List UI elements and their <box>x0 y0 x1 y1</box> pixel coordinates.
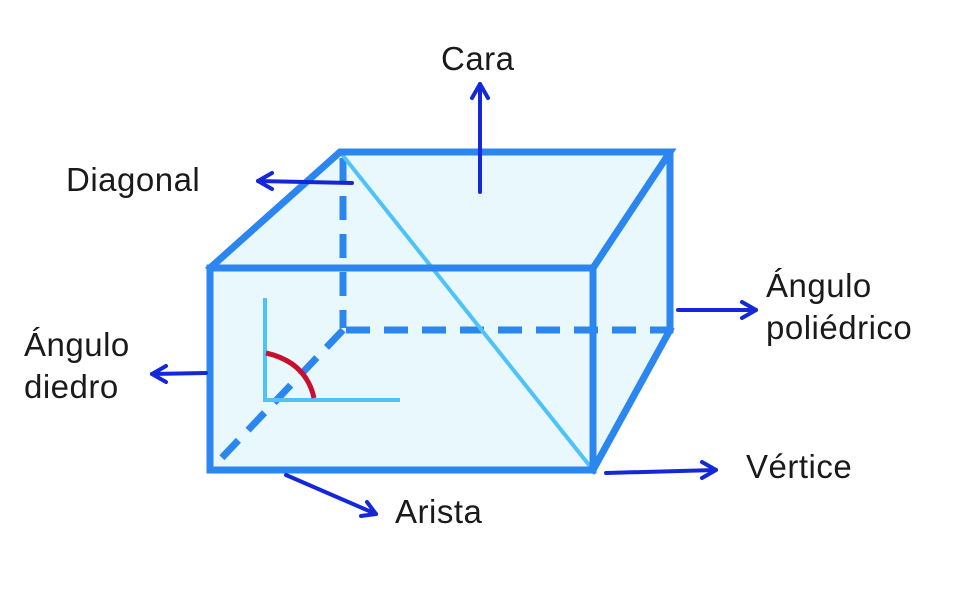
front-face-outline <box>206 264 597 474</box>
arrow-cara <box>470 82 490 194</box>
right-bottom-edge <box>588 325 675 475</box>
dihedral-angle-arc <box>265 350 317 399</box>
arrow-angulo-diedro <box>150 364 208 384</box>
arrow-angulo-poliedrico <box>676 300 758 320</box>
label-cara: Cara <box>441 40 515 77</box>
arrow-diagonal <box>256 171 354 191</box>
label-angulo-poliedrico-line1: Ángulo <box>766 267 872 304</box>
label-arista: Arista <box>395 493 483 530</box>
right-face <box>593 152 670 470</box>
arrow-arista <box>284 473 378 518</box>
arrow-vertice <box>604 460 718 480</box>
prism-diagonal-line <box>338 150 595 472</box>
label-angulo-diedro: Ángulo diedro <box>24 324 130 408</box>
dihedral-angle-guide <box>263 298 400 402</box>
label-angulo-poliedrico-line2: poliédrico <box>766 309 913 346</box>
label-angulo-diedro-line2: diedro <box>24 368 119 405</box>
front-face <box>210 268 593 470</box>
label-vertice: Vértice <box>746 448 853 485</box>
back-top-edges <box>205 148 677 273</box>
label-angulo-diedro-line1: Ángulo <box>24 326 130 363</box>
label-angulo-poliedrico: Ángulo poliédrico <box>766 265 912 349</box>
label-diagonal: Diagonal <box>66 161 201 198</box>
